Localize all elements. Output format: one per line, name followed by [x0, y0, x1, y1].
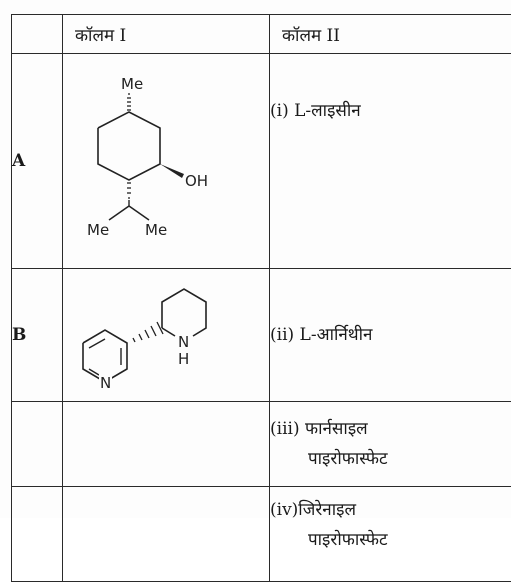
table-row: (iii) फार्नसाइल पाइरोफास्फेट	[12, 402, 511, 487]
structure-cell-blank	[63, 487, 270, 582]
option-line-1: (iii) फार्नसाइल	[270, 419, 368, 439]
structure-cell: Me OH Me Me	[63, 54, 270, 269]
row-label-blank	[12, 487, 63, 582]
row-label: A	[12, 54, 63, 269]
option-line-2: पाइरोफास्फेट	[270, 525, 511, 555]
page: कॉलम I कॉलम II A Me OH	[0, 0, 511, 518]
header-row: कॉलम I कॉलम II	[12, 15, 511, 54]
piperidine-nitrogen-label: N	[178, 333, 189, 351]
column-1-header: कॉलम I	[63, 15, 270, 54]
pyridine-nitrogen-label: N	[100, 374, 111, 392]
header-blank-cell	[12, 15, 63, 54]
option-cell: (i) L-लाइसीन	[270, 54, 511, 269]
isopropyl-right-methyl-label: Me	[145, 221, 167, 239]
row-label: B	[12, 269, 63, 402]
table-row: B N N	[12, 269, 511, 402]
piperidine-hydrogen-label: H	[178, 350, 189, 368]
hydroxyl-label: OH	[185, 172, 208, 190]
option-line-2: पाइरोफास्फेट	[270, 444, 511, 474]
structure-cell: N N H	[63, 269, 270, 402]
row-label-blank	[12, 402, 63, 487]
structure-cell-blank	[63, 402, 270, 487]
option-cell: (iv)जिरेनाइल पाइरोफास्फेट	[270, 487, 511, 582]
match-table: कॉलम I कॉलम II A Me OH	[11, 14, 511, 582]
top-methyl-label: Me	[121, 75, 143, 93]
option-cell: (iii) फार्नसाइल पाइरोफास्फेट	[270, 402, 511, 487]
table-row: A Me OH	[12, 54, 511, 269]
option-line-1: (iv)जिरेनाइल	[270, 500, 356, 520]
table-row: (iv)जिरेनाइल पाइरोफास्फेट	[12, 487, 511, 582]
isopropyl-left-methyl-label: Me	[87, 221, 109, 239]
menthol-structure-icon: Me OH Me Me	[63, 73, 257, 245]
option-cell: (ii) L-आर्निथीन	[270, 269, 511, 402]
column-2-header: कॉलम II	[270, 15, 511, 54]
anabasine-structure-icon: N N H	[63, 269, 257, 397]
